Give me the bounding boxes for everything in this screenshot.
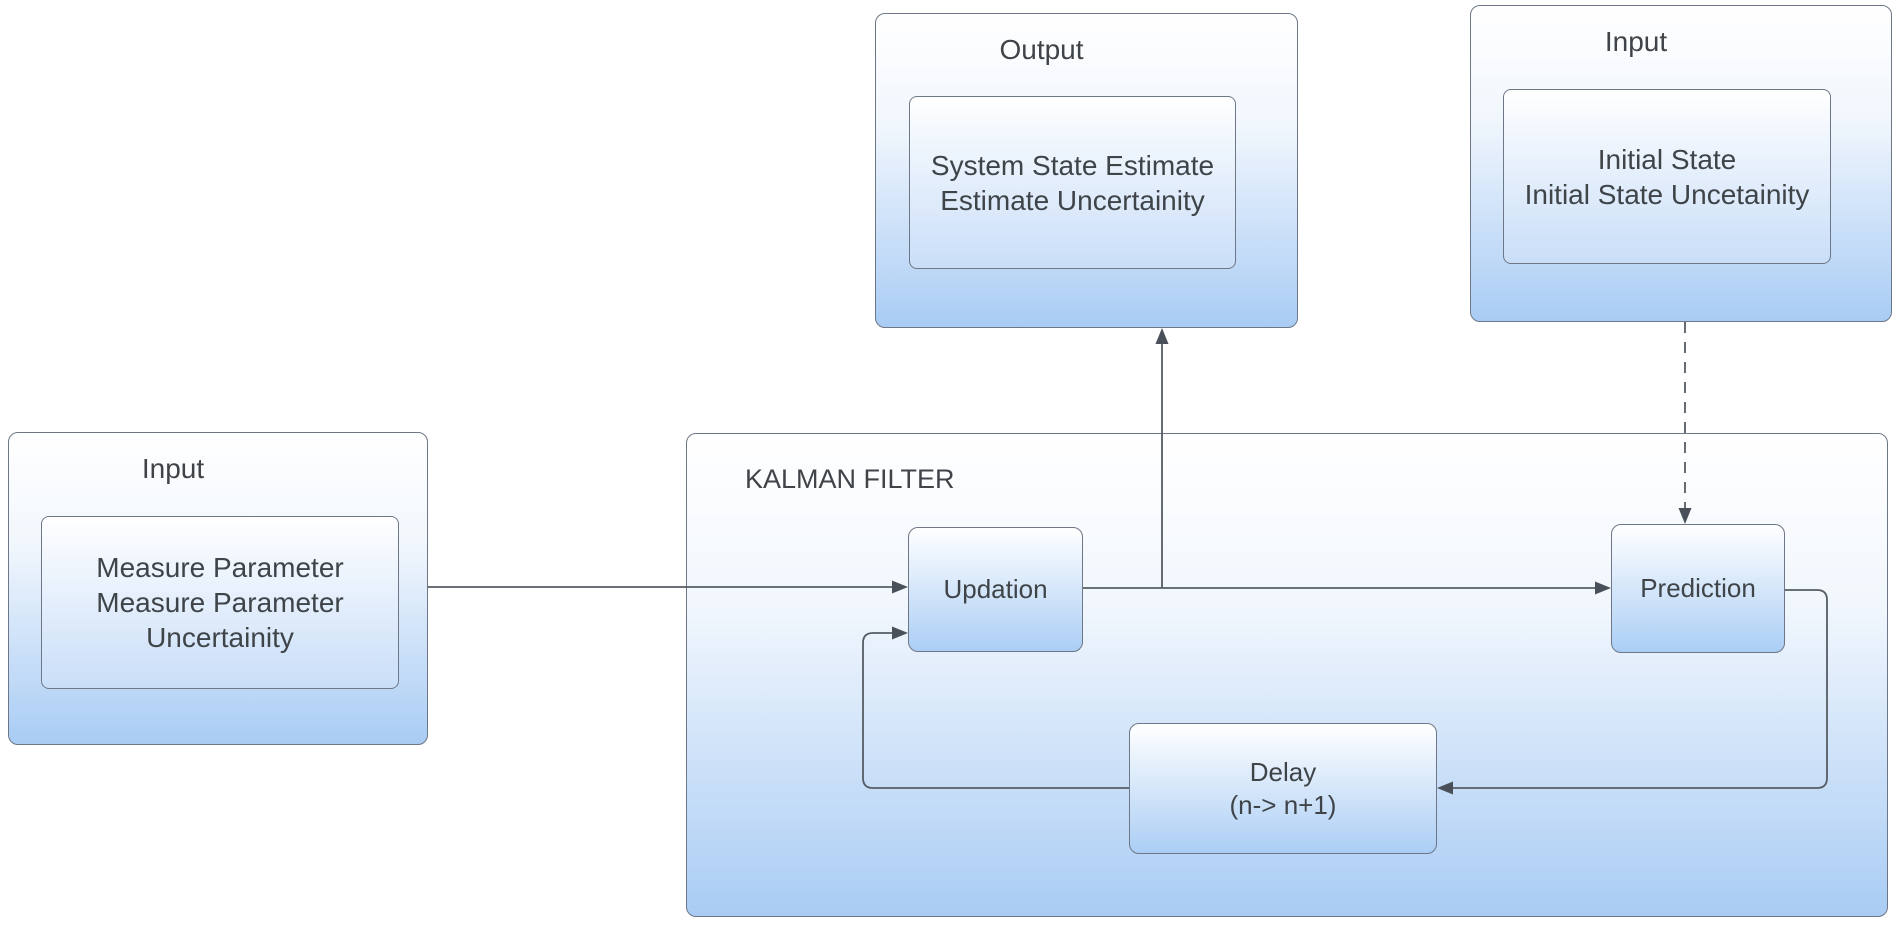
measure-parameter-box: Measure Parameter Measure Parameter Unce…	[41, 516, 399, 689]
arrowhead-into-output	[1155, 328, 1169, 344]
delay-label-line1: Delay	[1249, 756, 1317, 787]
output-group-label: Output	[999, 34, 1084, 65]
input-left-group-label: Input	[141, 453, 205, 484]
prediction-label: Prediction	[1640, 573, 1756, 603]
system-state-estimate-line1: System State Estimate	[930, 149, 1215, 181]
initial-state-line1: Initial State	[1597, 143, 1737, 175]
input-right-group-label: Input	[1604, 26, 1668, 57]
updation-node: Updation	[908, 527, 1083, 652]
measure-parameter-line1: Measure Parameter	[96, 552, 344, 583]
prediction-node: Prediction	[1611, 524, 1785, 653]
output-group-box: Output System State Estimate Estimate Un…	[875, 13, 1298, 328]
delay-node: Delay (n-> n+1)	[1129, 723, 1437, 854]
kalman-filter-title: KALMAN FILTER	[745, 464, 955, 494]
measure-parameter-line2: Measure Parameter Uncertainity	[96, 587, 344, 653]
initial-state-box: Initial State Initial State Uncetainity	[1503, 89, 1831, 264]
input-right-group-box: Input Initial State Initial State Unceta…	[1470, 5, 1892, 322]
system-state-estimate-box: System State Estimate Estimate Uncertain…	[909, 96, 1236, 269]
updation-label: Updation	[943, 574, 1048, 604]
input-left-group-box: Input Measure Parameter Measure Paramete…	[8, 432, 428, 745]
system-state-estimate-line2: Estimate Uncertainity	[940, 184, 1205, 216]
delay-label-line2: (n-> n+1)	[1229, 789, 1337, 820]
initial-state-line2: Initial State Uncetainity	[1524, 178, 1810, 210]
